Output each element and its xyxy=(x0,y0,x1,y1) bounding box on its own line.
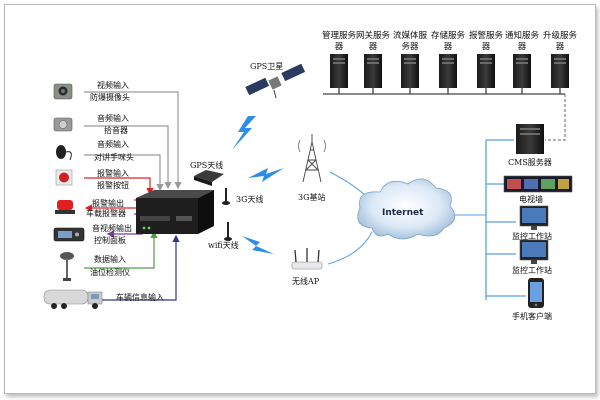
vehicle-dvr-icon xyxy=(136,190,214,234)
3g-tower-icon xyxy=(298,134,326,183)
vehicle-alarm-icon xyxy=(55,200,75,214)
label-cms-server: CMS服务器 xyxy=(508,158,552,167)
server-label-storage: 存储服务器 xyxy=(430,31,465,52)
handset-mic-icon xyxy=(56,145,72,161)
server-icon xyxy=(513,54,531,88)
label-workstation-2: 监控工作站 xyxy=(512,266,552,275)
label-gps-satellite: GPS卫星 xyxy=(250,62,284,71)
server-icon xyxy=(551,54,569,88)
mobile-phone-icon xyxy=(528,278,544,308)
gps-antenna-icon xyxy=(194,170,224,186)
label-oil-detector: 油位检测仪 xyxy=(90,268,130,277)
label-explosion-proof-camera: 防爆摄像头 xyxy=(90,93,130,102)
server-label-alarm: 报警服务器 xyxy=(468,31,503,52)
wireless-ap-icon xyxy=(291,248,323,270)
label-control-panel: 控制面板 xyxy=(94,236,126,245)
label-mobile-client: 手机客户端 xyxy=(512,312,552,321)
server-icon xyxy=(477,54,495,88)
tanker-truck-icon xyxy=(43,289,103,309)
camera-icon xyxy=(53,83,73,100)
alarm-button-icon xyxy=(55,169,73,186)
server-towers xyxy=(330,54,569,88)
workstation-icon xyxy=(519,239,549,264)
label-gps-antenna: GPS天线 xyxy=(190,161,224,170)
oil-detector-icon xyxy=(60,252,74,281)
pickup-icon xyxy=(53,117,73,132)
server-bus xyxy=(323,88,565,95)
server-label-notification: 通知服务器 xyxy=(504,31,539,52)
control-panel-icon xyxy=(53,227,85,242)
server-icon xyxy=(439,54,457,88)
cms-server-icon xyxy=(516,124,544,154)
label-tv-wall: 电视墙 xyxy=(519,195,543,204)
server-label-streaming: 流媒体服务器 xyxy=(392,31,427,52)
tv-wall-icon xyxy=(503,175,573,193)
server-icon xyxy=(330,54,348,88)
label-3g-antenna: 3G天线 xyxy=(236,195,264,204)
server-label-upgrade: 升级服务器 xyxy=(542,31,577,52)
label-pickup: 拾音器 xyxy=(104,126,128,135)
internet-cloud-icon xyxy=(357,178,456,240)
label-alarm-button: 报警按钮 xyxy=(97,181,129,190)
label-wifi-antenna: wifi天线 xyxy=(208,241,239,250)
wifi-antenna-icon xyxy=(224,222,232,241)
server-cms-link xyxy=(545,94,566,141)
label-internet: Internet xyxy=(382,208,424,218)
label-wireless-ap: 无线AP xyxy=(292,277,320,286)
label-av-output: 音视频输出 xyxy=(92,224,132,233)
gps-satellite-icon xyxy=(245,63,306,99)
label-vehicle-info-input: 车辆信息输入 xyxy=(116,293,164,302)
label-alarm-input: 报警输入 xyxy=(97,169,129,178)
label-video-input: 视频输入 xyxy=(97,81,129,90)
server-label-gateway: 网关服务器 xyxy=(355,31,390,52)
3g-antenna-icon xyxy=(222,188,230,205)
label-alarm-output: 报警输出 xyxy=(92,199,124,208)
server-label-management: 管理服务器 xyxy=(321,31,356,52)
workstation-icon xyxy=(519,205,549,230)
label-audio-input-1: 音频输入 xyxy=(97,114,129,123)
label-audio-input-2: 音频输入 xyxy=(97,140,129,149)
label-vehicle-alarm: 车载报警器 xyxy=(86,209,126,218)
label-data-input: 数据输入 xyxy=(94,255,126,264)
client-bus xyxy=(485,139,526,300)
label-workstation-1: 监控工作站 xyxy=(512,232,552,241)
label-handset-mic: 对讲手咪头 xyxy=(94,153,134,162)
server-icon xyxy=(401,54,419,88)
signal-bolts xyxy=(232,116,284,254)
label-3g-base-station: 3G基站 xyxy=(298,193,326,202)
server-icon xyxy=(364,54,382,88)
